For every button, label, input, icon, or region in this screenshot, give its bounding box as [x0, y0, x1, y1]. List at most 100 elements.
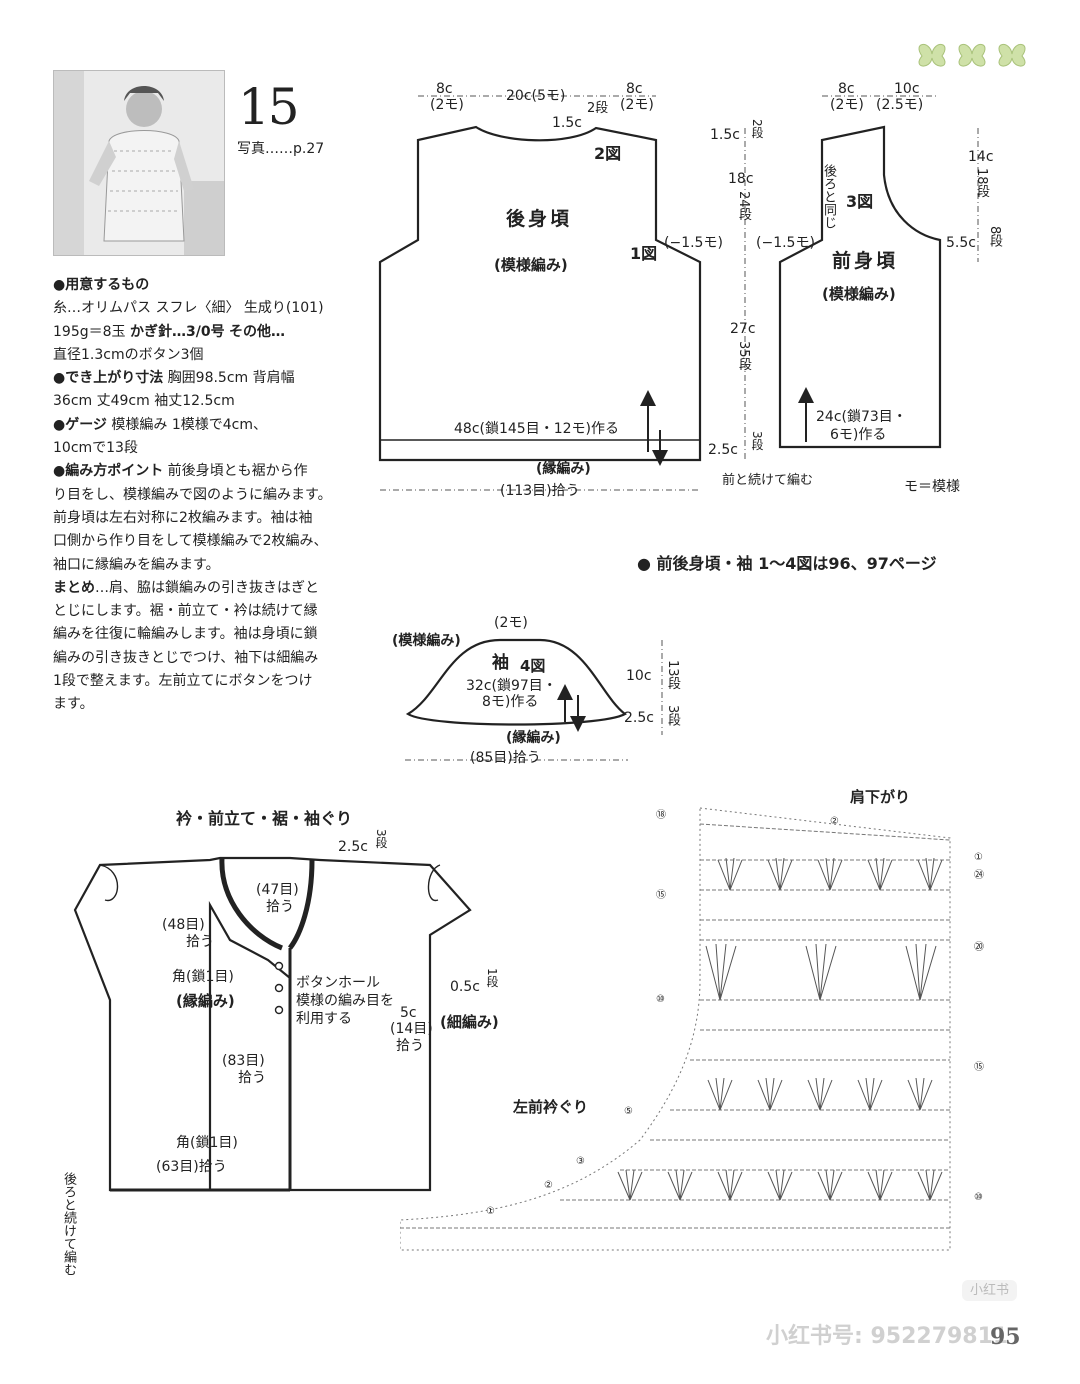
armhole-stitch-label: (細編み)	[440, 1013, 499, 1031]
page-number: 95	[990, 1324, 1021, 1350]
sleeve-cast-on: 32c(鎖97目・	[466, 678, 557, 694]
sleeve-pickup: (85目)拾う	[470, 750, 541, 766]
row-label-2: ②	[544, 1180, 553, 1191]
finish-heading: まとめ	[53, 579, 95, 596]
points-text-1: 前後身頃とも裾から作	[167, 463, 308, 480]
figure-1-label: 1図	[630, 244, 658, 263]
front-neck-2-rows: 8段	[987, 226, 1002, 248]
row-label-top-2: ②	[830, 816, 839, 827]
row-number-labels: ⑱ ⑮ ⑩ ⑤ ③ ② ① ② ① ㉔ ⑳ ⑮ ⑩	[486, 809, 984, 1217]
points-text-5: 袖口に縁編みを編みます。	[53, 556, 220, 573]
front-neck-rows: 18段	[974, 168, 989, 198]
gauge-heading: ●ゲージ	[53, 416, 107, 433]
materials-list: ●用意するもの 糸…オリムパス スフレ〈細〉 生成り(101) 195g＝8玉 …	[53, 274, 353, 717]
armhole-height: 18c	[728, 171, 754, 187]
row-label-18: ⑱	[656, 809, 666, 821]
row-label-right-10: ⑩	[974, 1192, 983, 1203]
butterfly-decoration-icon	[918, 44, 1026, 67]
points-text-2: り目をし、模様編みで図のように編みます。	[53, 486, 332, 503]
gauge-text-2: 10cmで13段	[53, 440, 138, 457]
finishing-title: 衿・前立て・裾・袖ぐり	[176, 809, 353, 828]
back-top-right-motifs: (2モ)	[620, 97, 654, 113]
figure-3-label: 3図	[846, 192, 874, 211]
armhole-pickup-2: 拾う	[396, 1038, 424, 1054]
front-cast-on-2: 6モ)作る	[830, 427, 887, 443]
hem-pickup: (63目)拾う	[156, 1159, 227, 1175]
watermark-text: 小红书号: 952279811	[766, 1324, 1009, 1349]
armhole-pickup: (14目)	[390, 1021, 433, 1037]
armhole-border-height: 0.5c	[450, 979, 480, 995]
back-body-title: 後身頃	[506, 208, 573, 230]
button-dot	[274, 961, 284, 971]
back-top-left-width: 8c	[436, 81, 453, 97]
continue-with-back-note: 後ろと続けて編む	[61, 1172, 76, 1276]
border-height: 2.5c	[708, 442, 738, 458]
row-label-15: ⑮	[656, 889, 666, 901]
buttonhole-label-2: 模様の編み目を	[296, 993, 394, 1009]
front-top-right-motifs: (2.5モ)	[876, 97, 924, 113]
front-body-title: 前身頃	[832, 250, 899, 272]
buttons-group	[274, 961, 284, 1015]
back-neck-pickup-2: 拾う	[266, 899, 294, 915]
pattern-number: 15	[238, 78, 300, 136]
shoulder-rows: 2段	[750, 119, 764, 139]
points-heading: ●編み方ポイント	[53, 463, 164, 480]
buttonhole-label-3: 利用する	[296, 1011, 352, 1027]
row-label-right-20: ⑳	[974, 941, 984, 953]
continue-with-front-note: 前と続けて編む	[722, 473, 814, 488]
button-dot	[274, 1005, 284, 1015]
finish-text-3: 編みを往復に輪編みします。袖は身頃に鎖	[53, 626, 318, 643]
motif-legend: モ＝模様	[904, 479, 960, 495]
back-body-outline	[378, 125, 702, 462]
body-rows: 35段	[736, 341, 751, 371]
yarn-text: 糸…オリムパス スフレ〈細〉 生成り(101)	[53, 300, 324, 317]
front-top-right-width: 10c	[894, 81, 920, 97]
model-photo-drawing	[54, 71, 224, 255]
row-label-right-24: ㉔	[974, 869, 984, 881]
border-rows: 3段	[750, 431, 764, 451]
front-band-pickup-2: 拾う	[238, 1070, 266, 1086]
back-neck-border	[287, 859, 315, 950]
corner-label-2: 角(鎖1目)	[176, 1135, 238, 1151]
front-body-outline	[778, 125, 942, 449]
size-heading: ●でき上がり寸法	[53, 370, 164, 387]
collar-height: 2.5c	[338, 839, 368, 855]
sleeve-outline	[405, 638, 628, 726]
figure-4-label: 4図	[520, 657, 546, 675]
finish-text-4: 編みの引き抜きとじでつけ、袖下は細編み	[53, 649, 319, 666]
photo-reference: 写真……p.27	[237, 141, 325, 157]
sleeve-height: 10c	[626, 668, 652, 684]
neck-border	[219, 857, 283, 951]
armhole-width: 5c	[400, 1005, 417, 1021]
hook-text: かぎ針…3/0号	[129, 323, 225, 340]
button-dot	[274, 983, 284, 993]
yarn-amount: 195g＝8玉	[53, 323, 126, 340]
front-armhole-decrease: (−1.5モ)	[756, 235, 815, 251]
stitch-chart-marks	[400, 807, 951, 1251]
left-front-neckline-label: 左前衿ぐり	[513, 1098, 589, 1116]
finish-text-6: ます。	[53, 696, 94, 713]
back-border-label: (縁編み)	[536, 461, 591, 477]
source-badge: 小红书	[962, 1280, 1018, 1301]
back-neck-pickup: (47目)	[256, 882, 299, 898]
buttonhole-label: ボタンホール	[296, 975, 380, 991]
other-label: その他…	[229, 323, 286, 340]
collar-rows: 3段	[374, 829, 388, 849]
stitch-chart: ⑱ ⑮ ⑩ ⑤ ③ ② ① ② ① ㉔ ⑳ ⑮ ⑩	[400, 807, 984, 1251]
back-top-left-motifs: (2モ)	[430, 97, 464, 113]
row-label-right-15: ⑮	[974, 1061, 984, 1073]
front-neck-pickup-2: 拾う	[186, 934, 214, 950]
corner-label: 角(鎖1目)	[172, 969, 234, 985]
row-label-right-1: ①	[974, 852, 983, 863]
row-label-10: ⑩	[656, 994, 665, 1005]
row-label-5: ⑤	[624, 1106, 633, 1117]
border-stitch-label: (縁編み)	[176, 992, 235, 1010]
points-text-4: 口側から作り目をして模様編みで2枚編み、	[53, 533, 328, 550]
back-top-right-width: 8c	[626, 81, 643, 97]
back-neck-rows: 2段	[587, 101, 609, 116]
armhole-border-rows: 1段	[485, 968, 499, 988]
points-text-3: 前身頃は左右対称に2枚編みます。袖は袖	[53, 509, 313, 526]
front-cast-on: 24c(鎖73目・	[816, 409, 907, 425]
figure-2-label: 2図	[594, 144, 622, 163]
materials-heading: ●用意するもの	[53, 277, 150, 293]
